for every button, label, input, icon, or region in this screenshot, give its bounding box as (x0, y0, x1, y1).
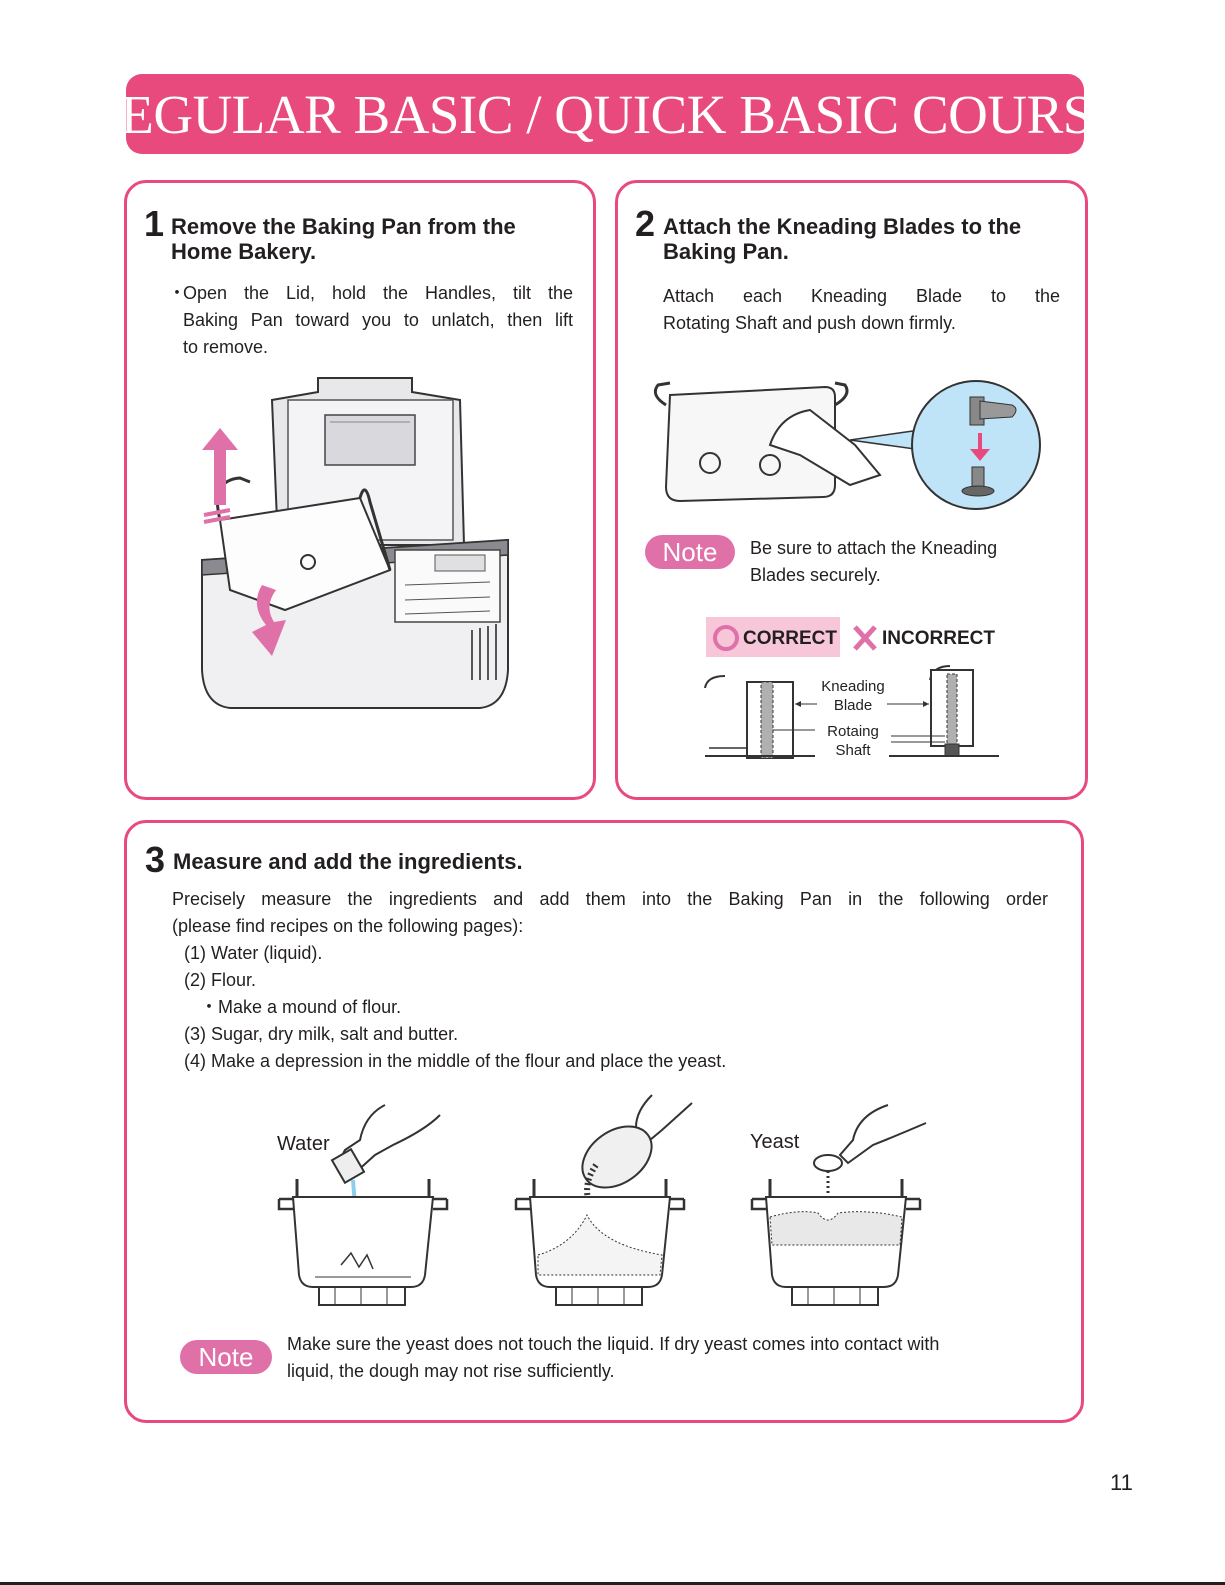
step1-text-line1: Open the Lid, hold the Handles, tilt the (183, 283, 573, 303)
step1-text-line3: to remove. (183, 337, 269, 357)
step2-note-line2: Blades securely. (750, 565, 881, 585)
incorrect-cross-icon (853, 625, 877, 651)
bottom-rule (0, 1582, 1225, 1585)
step3-item-1: (1) Water (liquid). (184, 943, 323, 963)
title-banner: REGULAR BASIC / QUICK BASIC COURSE (84, 74, 1126, 154)
step2-text-line2: Rotating Shaft and push down firmly. (663, 313, 956, 333)
step2-title-line1: Attach the Kneading Blades to the (663, 214, 1022, 239)
step3-item-3: (3) Sugar, dry milk, salt and butter. (184, 1024, 459, 1044)
kneading-blade-illustration (653, 380, 1041, 510)
step1-title-line2: Home Bakery. (171, 239, 317, 264)
step3-note-badge: Note (180, 1340, 272, 1374)
step3-number: 3 (145, 839, 166, 880)
blade-comparison-diagram (704, 665, 999, 759)
step1-panel (124, 180, 596, 800)
water-pan-illustration (277, 1104, 449, 1306)
step3-title: Measure and add the ingredients. (173, 849, 523, 874)
step2-number: 2 (635, 203, 656, 244)
step1-bullet: ・ (168, 283, 186, 303)
step2-title-line2: Baking Pan. (663, 239, 789, 264)
correct-circle-icon (713, 625, 739, 651)
yeast-pan-illustration (750, 1104, 927, 1306)
step2-text-line1: Attach each Kneading Blade to the (663, 286, 1060, 306)
step3-note-line1: Make sure the yeast does not touch the l… (287, 1334, 940, 1354)
shaft-label-line2: Shaft (835, 742, 871, 759)
step3-intro-line1: Precisely measure the ingredients and ad… (172, 889, 1048, 909)
step3-intro-line2: (please find recipes on the following pa… (172, 916, 524, 936)
step3-item-2: (2) Flour. (184, 970, 257, 990)
step3-item-4: (4) Make a depression in the middle of t… (184, 1051, 727, 1071)
page-number: 11 (1110, 1470, 1133, 1495)
correct-label: CORRECT (743, 628, 837, 649)
yeast-label: Yeast (750, 1131, 800, 1153)
step2-note-badge: Note (645, 535, 735, 569)
incorrect-label: INCORRECT (882, 628, 995, 649)
step2-panel (615, 180, 1088, 800)
step1-title-line1: Remove the Baking Pan from the (171, 214, 516, 239)
step3-note-line2: liquid, the dough may not rise sufficien… (287, 1361, 615, 1381)
step1-number: 1 (144, 203, 165, 244)
step2-note-line1: Be sure to attach the Kneading (750, 538, 998, 558)
step3-panel (124, 820, 1084, 1423)
flour-pan-illustration (514, 1094, 693, 1306)
kneading-label-line2: Blade (833, 697, 873, 714)
step1-text-line2: Baking Pan toward you to unlatch, then l… (183, 310, 573, 330)
home-bakery-illustration (201, 377, 509, 709)
shaft-label-line1: Rotaing (827, 723, 879, 740)
kneading-label-line1: Kneading (821, 678, 885, 695)
page-title: REGULAR BASIC / QUICK BASIC COURSE (84, 83, 1126, 145)
water-label: Water (277, 1133, 330, 1155)
step3-item-2-sub: ・Make a mound of flour. (200, 997, 402, 1017)
